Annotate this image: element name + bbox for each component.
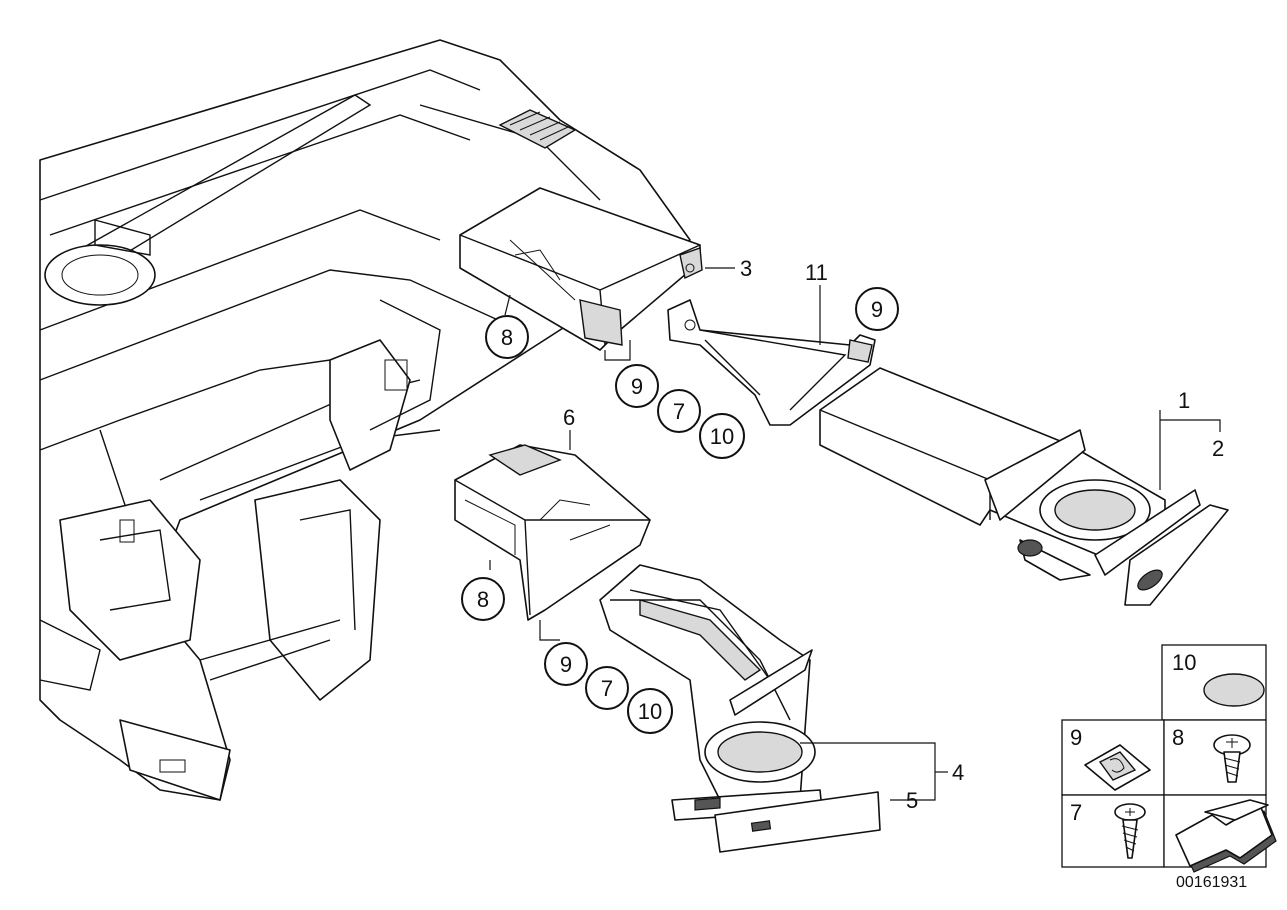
legend-cell-7: 7 (1070, 800, 1146, 859)
label-6: 6 (563, 405, 575, 430)
label-4: 4 (952, 760, 964, 785)
svg-text:7: 7 (673, 399, 685, 424)
label-1: 1 (1178, 388, 1190, 413)
label-11: 11 (805, 260, 828, 285)
fastener-legend: 10 9 8 7 (1061, 644, 1277, 873)
svg-text:10: 10 (638, 699, 662, 724)
svg-text:9: 9 (871, 297, 883, 322)
svg-text:8: 8 (477, 587, 489, 612)
svg-text:8: 8 (1172, 725, 1184, 750)
clip-nut-icon (1084, 744, 1151, 791)
callout-circle-7-bottom: 7 (585, 666, 629, 710)
svg-text:10: 10 (1172, 650, 1196, 675)
label-5: 5 (906, 788, 918, 813)
cup-holder-assembly (819, 367, 1229, 606)
svg-text:8: 8 (501, 325, 513, 350)
washer-screw-icon (1213, 734, 1251, 783)
plug-icon (1203, 673, 1265, 707)
legend-cell-9: 9 (1070, 725, 1151, 791)
callout-circle-9-top: 9 (615, 364, 659, 408)
label-2: 2 (1212, 436, 1224, 461)
svg-text:9: 9 (560, 652, 572, 677)
callout-circle-10-bottom: 10 (627, 688, 673, 734)
lower-bracket (454, 444, 651, 621)
callout-circle-7-top: 7 (657, 389, 701, 433)
svg-text:9: 9 (631, 374, 643, 399)
tapping-screw-icon (1114, 803, 1146, 859)
callout-circle-9-top-right: 9 (855, 287, 899, 331)
legend-cell-10: 10 (1172, 650, 1265, 707)
callout-circle-8-top: 8 (485, 315, 529, 359)
lower-cup-holder (599, 564, 881, 853)
svg-text:9: 9 (1070, 725, 1082, 750)
callout-circle-10-top: 10 (699, 413, 745, 459)
upper-storage-box (459, 187, 703, 351)
callout-circle-9-bottom: 9 (544, 642, 588, 686)
svg-text:7: 7 (1070, 800, 1082, 825)
bracket (667, 299, 876, 426)
arrow-icon (1175, 799, 1277, 873)
callout-circle-8-mid: 8 (461, 577, 505, 621)
svg-text:7: 7 (601, 676, 613, 701)
svg-text:10: 10 (710, 424, 734, 449)
legend-cell-8: 8 (1172, 725, 1251, 783)
figure-number: 00161931 (1176, 874, 1247, 891)
leader-lines (489, 267, 1221, 801)
label-3: 3 (740, 256, 752, 281)
